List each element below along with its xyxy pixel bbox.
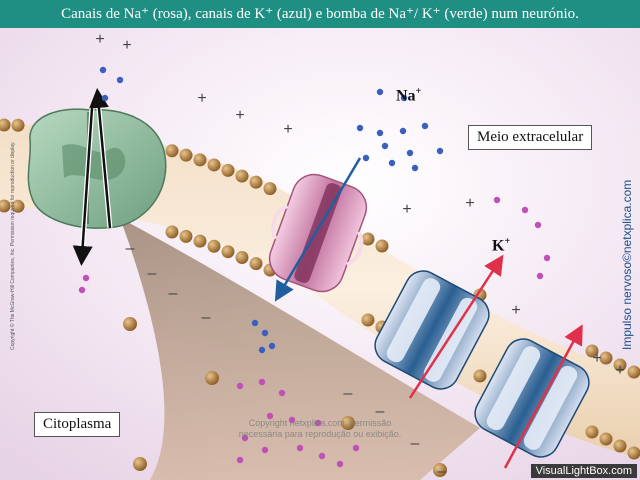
- phospholipid-head: [628, 366, 640, 379]
- potassium-ion-dot: [353, 445, 359, 451]
- phospholipid-head: [166, 144, 179, 157]
- sodium-ion-dot: [357, 125, 363, 131]
- potassium-ion-dot: [237, 383, 243, 389]
- sodium-ion-dot: [377, 89, 383, 95]
- potassium-ion-symbol: K: [492, 237, 504, 254]
- phospholipid-head: [628, 447, 640, 460]
- potassium-ion-dot: [237, 457, 243, 463]
- phospholipid-head: [474, 370, 487, 383]
- sodium-ion-dot: [407, 150, 413, 156]
- potassium-ion-dot: [279, 390, 285, 396]
- sodium-potassium-pump: [28, 109, 165, 228]
- potassium-ion-dot: [537, 273, 543, 279]
- sodium-ion-dot: [389, 160, 395, 166]
- cytoplasm-particle: [123, 317, 137, 331]
- plus-sign: +: [511, 302, 520, 319]
- sodium-ion-dot: [400, 128, 406, 134]
- phospholipid-head: [222, 245, 235, 258]
- potassium-ion-dot: [79, 287, 85, 293]
- extracellular-label: Meio extracelular: [468, 125, 592, 150]
- watermark: Copyright netxplica.com: permissão neces…: [220, 418, 420, 440]
- potassium-ion-dot: [494, 197, 500, 203]
- plus-sign: +: [235, 107, 244, 124]
- plus-sign: +: [402, 201, 411, 218]
- plus-sign: +: [465, 195, 474, 212]
- minus-sign: –: [438, 463, 447, 480]
- sodium-ion-dot: [102, 95, 108, 101]
- sodium-ion-dot: [259, 347, 265, 353]
- cytoplasm-particle: [205, 371, 219, 385]
- plus-sign: +: [615, 362, 624, 379]
- phospholipid-head: [208, 240, 221, 253]
- watermark-line-2: necessária para reprodução ou exibição.: [220, 429, 420, 440]
- potassium-ion-dot: [544, 255, 550, 261]
- watermark-line-1: Copyright netxplica.com: permissão: [220, 418, 420, 429]
- sodium-ion-dot: [363, 155, 369, 161]
- phospholipid-head: [222, 164, 235, 177]
- potassium-ion-dot: [535, 222, 541, 228]
- minus-sign: –: [169, 285, 178, 302]
- sodium-ion-dot: [422, 123, 428, 129]
- potassium-ion-dot: [262, 447, 268, 453]
- sodium-ion-dot: [437, 148, 443, 154]
- sodium-ion-dot: [269, 343, 275, 349]
- copyright-notice: Copyright © The McGraw-Hill Companies, I…: [10, 141, 16, 350]
- phospholipid-head: [600, 433, 613, 446]
- sodium-ion-label: Na+: [396, 86, 421, 105]
- potassium-ion-dot: [319, 453, 325, 459]
- plus-sign: +: [197, 90, 206, 107]
- side-credit: Impulso nervoso©netxplica.com: [620, 180, 634, 350]
- sodium-ion-dot: [117, 77, 123, 83]
- phospholipid-head: [194, 235, 207, 248]
- phospholipid-head: [208, 158, 221, 171]
- sodium-ion-dot: [412, 165, 418, 171]
- phospholipid-head: [586, 426, 599, 439]
- sodium-ion-dot: [100, 67, 106, 73]
- plus-sign: +: [122, 37, 131, 54]
- phospholipid-head: [236, 251, 249, 264]
- phospholipid-head: [250, 176, 263, 189]
- phospholipid-head: [614, 440, 627, 453]
- minus-sign: –: [148, 265, 157, 282]
- minus-sign: –: [202, 309, 211, 326]
- plus-sign: +: [283, 121, 292, 138]
- phospholipid-head: [236, 170, 249, 183]
- phospholipid-head: [180, 230, 193, 243]
- phospholipid-head: [362, 233, 375, 246]
- potassium-ion-dot: [337, 461, 343, 467]
- phospholipid-head: [12, 119, 25, 132]
- sodium-ion-dot: [377, 130, 383, 136]
- sodium-ion-symbol: Na: [396, 87, 416, 104]
- potassium-ion-dot: [522, 207, 528, 213]
- minus-sign: –: [344, 385, 353, 402]
- minus-sign: –: [126, 240, 135, 257]
- phospholipid-head: [376, 240, 389, 253]
- sodium-ion-dot: [262, 330, 268, 336]
- source-badge: VisualLightBox.com: [531, 464, 637, 478]
- phospholipid-head: [250, 257, 263, 270]
- potassium-ion-dot: [297, 445, 303, 451]
- sodium-ion-charge: +: [416, 86, 422, 97]
- phospholipid-head: [194, 153, 207, 166]
- potassium-ion-dot: [83, 275, 89, 281]
- cytoplasm-particle: [133, 457, 147, 471]
- potassium-ion-charge: +: [504, 236, 510, 247]
- phospholipid-head: [180, 149, 193, 162]
- phospholipid-head: [166, 226, 179, 239]
- cytoplasm-label: Citoplasma: [34, 412, 120, 437]
- sodium-ion-dot: [382, 143, 388, 149]
- plus-sign: +: [95, 31, 104, 48]
- plus-sign: +: [592, 350, 601, 367]
- potassium-ion-label: K+: [492, 236, 510, 255]
- page-title: Canais de Na⁺ (rosa), canais de K⁺ (azul…: [0, 0, 640, 28]
- phospholipid-head: [264, 182, 277, 195]
- phospholipid-head: [362, 314, 375, 327]
- potassium-ion-dot: [259, 379, 265, 385]
- sodium-ion-dot: [252, 320, 258, 326]
